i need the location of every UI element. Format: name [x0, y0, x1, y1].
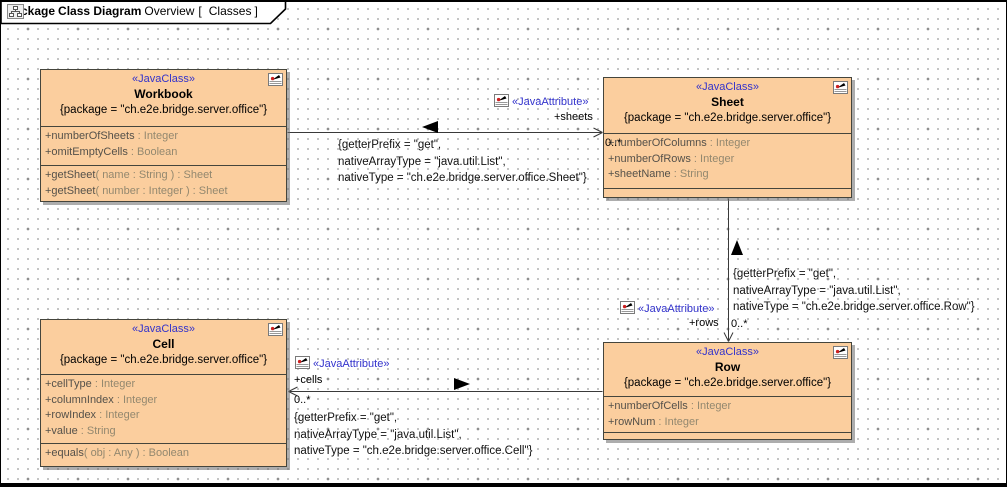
attribute-row[interactable]: +numberOfSheets : Integer: [45, 129, 283, 145]
class-sheet[interactable]: «JavaClass» Sheet {package = "ch.e2e.bri…: [603, 77, 852, 198]
operation-row[interactable]: +equals( obj : Any ) : Boolean: [45, 446, 283, 462]
context-name-label: Classes: [209, 4, 252, 18]
class-header: «JavaClass» Sheet {package = "ch.e2e.bri…: [604, 78, 851, 133]
association-properties-cells[interactable]: {getterPrefix = "get", nativeArrayType =…: [294, 410, 532, 460]
reading-direction-triangle-right-icon: [454, 378, 470, 390]
context-open-bracket: [: [198, 4, 201, 18]
association-role-cells[interactable]: +cells: [294, 374, 322, 387]
class-name: Sheet: [604, 95, 851, 109]
attribute-row[interactable]: +rowIndex : Integer: [45, 408, 283, 424]
diagram-name-label: Overview: [144, 4, 194, 18]
attribute-row[interactable]: +value : String: [45, 424, 283, 440]
operation-row[interactable]: +getSheet( number : Integer ) : Sheet: [45, 184, 283, 200]
java-attribute-icon: [494, 94, 509, 111]
attribute-row[interactable]: +cellType : Integer: [45, 377, 283, 393]
attribute-row[interactable]: +numberOfRows : Integer: [608, 152, 848, 168]
class-workbook[interactable]: «JavaClass» Workbook {package = "ch.e2e.…: [40, 69, 287, 202]
java-attribute-icon: [620, 301, 635, 318]
reading-direction-triangle-left-icon: [422, 121, 438, 133]
attribute-row[interactable]: +omitEmptyCells : Boolean: [45, 145, 283, 161]
class-name: Cell: [41, 337, 286, 351]
tagged-values: {package = "ch.e2e.bridge.server.office"…: [604, 112, 851, 124]
attribute-row[interactable]: +columnIndex : Integer: [45, 393, 283, 409]
model-element-icon: [833, 81, 848, 94]
context-close-bracket: ]: [254, 4, 257, 18]
reading-direction-triangle-up-icon: [731, 240, 743, 255]
tagged-values: {package = "ch.e2e.bridge.server.office"…: [41, 104, 286, 116]
class-header: «JavaClass» Row {package = "ch.e2e.bridg…: [604, 343, 851, 396]
model-element-icon: [268, 73, 283, 86]
operations-compartment: [604, 188, 851, 197]
association-multiplicity-cells[interactable]: 0..*: [294, 394, 311, 407]
attributes-compartment: +cellType : Integer +columnIndex : Integ…: [41, 374, 286, 443]
attributes-compartment: +numberOfCells : Integer +rowNum : Integ…: [604, 396, 851, 432]
operations-compartment: +getSheet( name : String ) : Sheet +getS…: [41, 165, 286, 201]
association-role-rows[interactable]: +rows: [689, 317, 719, 330]
association-stereotype-rows[interactable]: «JavaAttribute»: [620, 301, 714, 318]
attribute-row[interactable]: +sheetName : String: [608, 167, 848, 183]
class-cell[interactable]: «JavaClass» Cell {package = "ch.e2e.brid…: [40, 319, 287, 467]
association-multiplicity-sheets[interactable]: 0..*: [605, 137, 622, 150]
tagged-values: {package = "ch.e2e.bridge.server.office"…: [41, 354, 286, 366]
model-element-icon: [833, 346, 848, 359]
diagram-frame-tab[interactable]: package Class Diagram Overview [ Classes…: [1, 0, 293, 26]
attribute-row[interactable]: +numberOfCells : Integer: [608, 399, 848, 415]
attribute-row[interactable]: +numberOfColumns : Integer: [608, 136, 848, 152]
association-properties-sheets[interactable]: {getterPrefix = "get", nativeArrayType =…: [338, 137, 587, 187]
class-header: «JavaClass» Cell {package = "ch.e2e.brid…: [41, 320, 286, 374]
stereotype-label: «JavaClass»: [604, 81, 851, 93]
attributes-compartment: +numberOfColumns : Integer +numberOfRows…: [604, 133, 851, 188]
class-name: Workbook: [41, 87, 286, 101]
class-name: Row: [604, 360, 851, 374]
attribute-row[interactable]: +rowNum : Integer: [608, 415, 848, 431]
model-element-icon: [268, 323, 283, 336]
tagged-values: {package = "ch.e2e.bridge.server.office"…: [604, 377, 851, 389]
diagram-type-label: Class Diagram: [58, 4, 141, 18]
class-row[interactable]: «JavaClass» Row {package = "ch.e2e.bridg…: [603, 342, 852, 440]
class-header: «JavaClass» Workbook {package = "ch.e2e.…: [41, 70, 286, 126]
stereotype-label: «JavaClass»: [41, 323, 286, 335]
stereotype-label: «JavaClass»: [604, 346, 851, 358]
association-role-sheets[interactable]: +sheets: [554, 111, 593, 124]
stereotype-label: «JavaClass»: [41, 73, 286, 85]
association-stereotype-cells[interactable]: «JavaAttribute»: [295, 356, 389, 373]
attributes-compartment: +numberOfSheets : Integer +omitEmptyCell…: [41, 126, 286, 165]
operations-compartment: [604, 432, 851, 439]
association-properties-rows[interactable]: {getterPrefix = "get", nativeArrayType =…: [733, 266, 975, 316]
association-multiplicity-rows[interactable]: 0..*: [731, 318, 748, 331]
association-stereotype-sheets[interactable]: «JavaAttribute»: [494, 94, 588, 111]
java-attribute-icon: [295, 356, 310, 373]
operations-compartment: +equals( obj : Any ) : Boolean: [41, 443, 286, 466]
operation-row[interactable]: +getSheet( name : String ) : Sheet: [45, 168, 283, 184]
